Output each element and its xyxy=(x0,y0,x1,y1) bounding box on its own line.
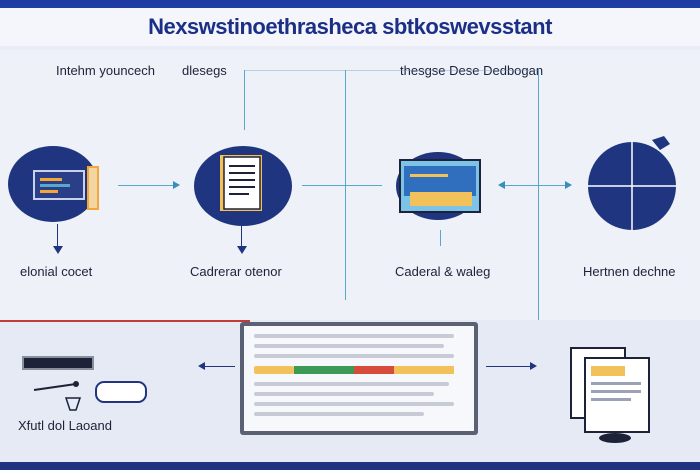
connector-line xyxy=(118,185,173,186)
top-left-label: Intehm youncech xyxy=(56,63,156,78)
connector-line xyxy=(486,366,530,367)
keyboard-icon xyxy=(22,356,94,370)
top-left-label-2: dlesegs xyxy=(182,63,227,78)
node-3-label: Caderal & waleg xyxy=(395,264,491,279)
device-icon xyxy=(33,381,147,411)
bottom-left-label: Xfutl dol Laoand xyxy=(18,418,112,433)
arrow-left-icon xyxy=(498,181,505,189)
globe-icon xyxy=(588,136,676,230)
laptop-icon xyxy=(33,166,99,210)
diagram-title: Nexswstinoethrasheca sbtkoswevsstant xyxy=(148,14,552,39)
folder-icon xyxy=(396,152,481,220)
arrow-left-icon xyxy=(198,362,205,370)
connector-line xyxy=(302,185,382,186)
arrow-right-icon xyxy=(565,181,572,189)
footer-strip xyxy=(0,462,700,470)
divider-line xyxy=(0,320,250,322)
arrow-right-icon xyxy=(530,362,537,370)
connector-line xyxy=(244,70,245,130)
arrow-right-icon xyxy=(173,181,180,189)
arrow-down-icon xyxy=(237,246,247,254)
connector-line xyxy=(244,70,538,71)
node-4-label: Hertnen dechne xyxy=(583,264,676,279)
node-2-label: Cadrerar otenor xyxy=(190,264,282,279)
documents-icon xyxy=(570,347,650,443)
connector-line xyxy=(505,185,565,186)
connector-line xyxy=(57,224,58,246)
connector-line xyxy=(440,230,441,246)
connector-line xyxy=(538,70,539,345)
top-right-label: thesgse Dese Dedbogan xyxy=(400,63,544,78)
connector-line xyxy=(205,366,235,367)
arrow-down-icon xyxy=(53,246,63,254)
connector-line xyxy=(241,226,242,246)
table-panel xyxy=(240,322,478,435)
title-band: Nexswstinoethrasheca sbtkoswevsstant xyxy=(0,8,700,46)
node-1-label: elonial cocet xyxy=(20,264,93,279)
document-icon xyxy=(220,155,262,211)
